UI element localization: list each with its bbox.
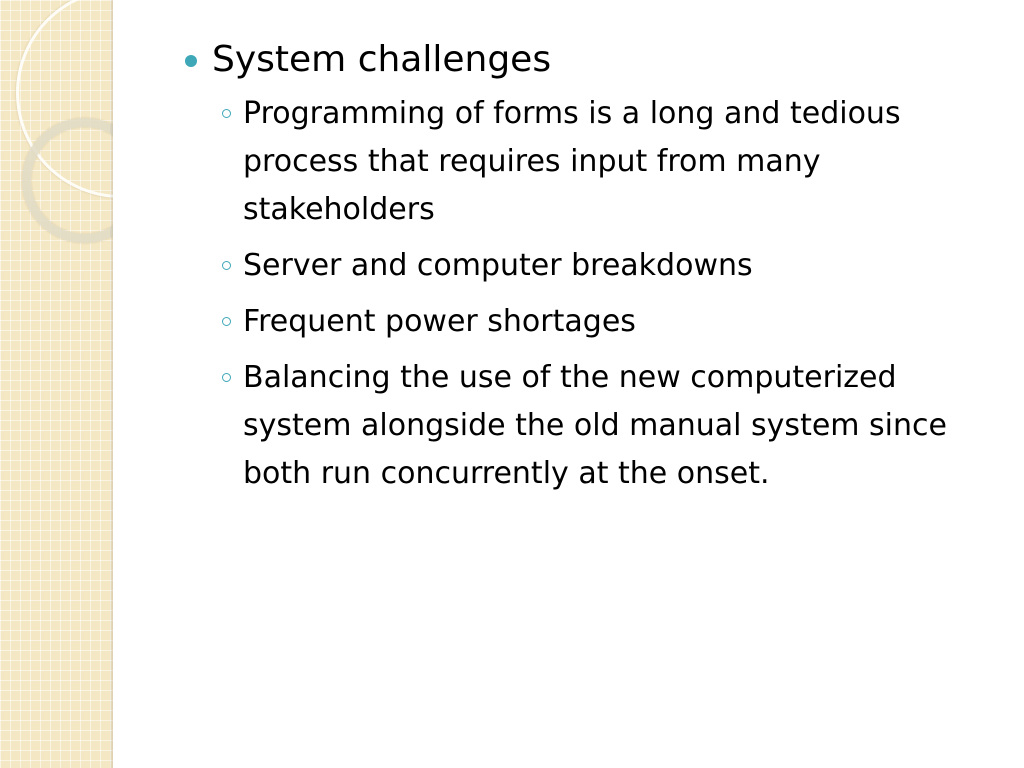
decorative-ring-small (22, 118, 113, 243)
sub-bullet-list: Programming of forms is a long and tedio… (185, 90, 985, 498)
list-item-text: Programming of forms is a long and tedio… (243, 96, 901, 227)
filled-bullet-icon (185, 55, 197, 67)
bullet-heading: System challenges (185, 36, 985, 84)
list-item: Programming of forms is a long and tedio… (185, 90, 985, 234)
list-item: Balancing the use of the new computerize… (185, 354, 985, 498)
list-item: Server and computer breakdowns (185, 242, 985, 290)
hollow-bullet-icon (222, 109, 231, 118)
list-item: Frequent power shortages (185, 298, 985, 346)
hollow-bullet-icon (222, 261, 231, 270)
list-item-text: Balancing the use of the new computerize… (243, 360, 947, 491)
hollow-bullet-icon (222, 317, 231, 326)
heading-text: System challenges (212, 39, 552, 80)
hollow-bullet-icon (222, 373, 231, 382)
decorative-side-band (0, 0, 113, 768)
list-item-text: Server and computer breakdowns (243, 248, 753, 283)
list-item-text: Frequent power shortages (243, 304, 636, 339)
slide-content: System challenges Programming of forms i… (185, 36, 985, 506)
